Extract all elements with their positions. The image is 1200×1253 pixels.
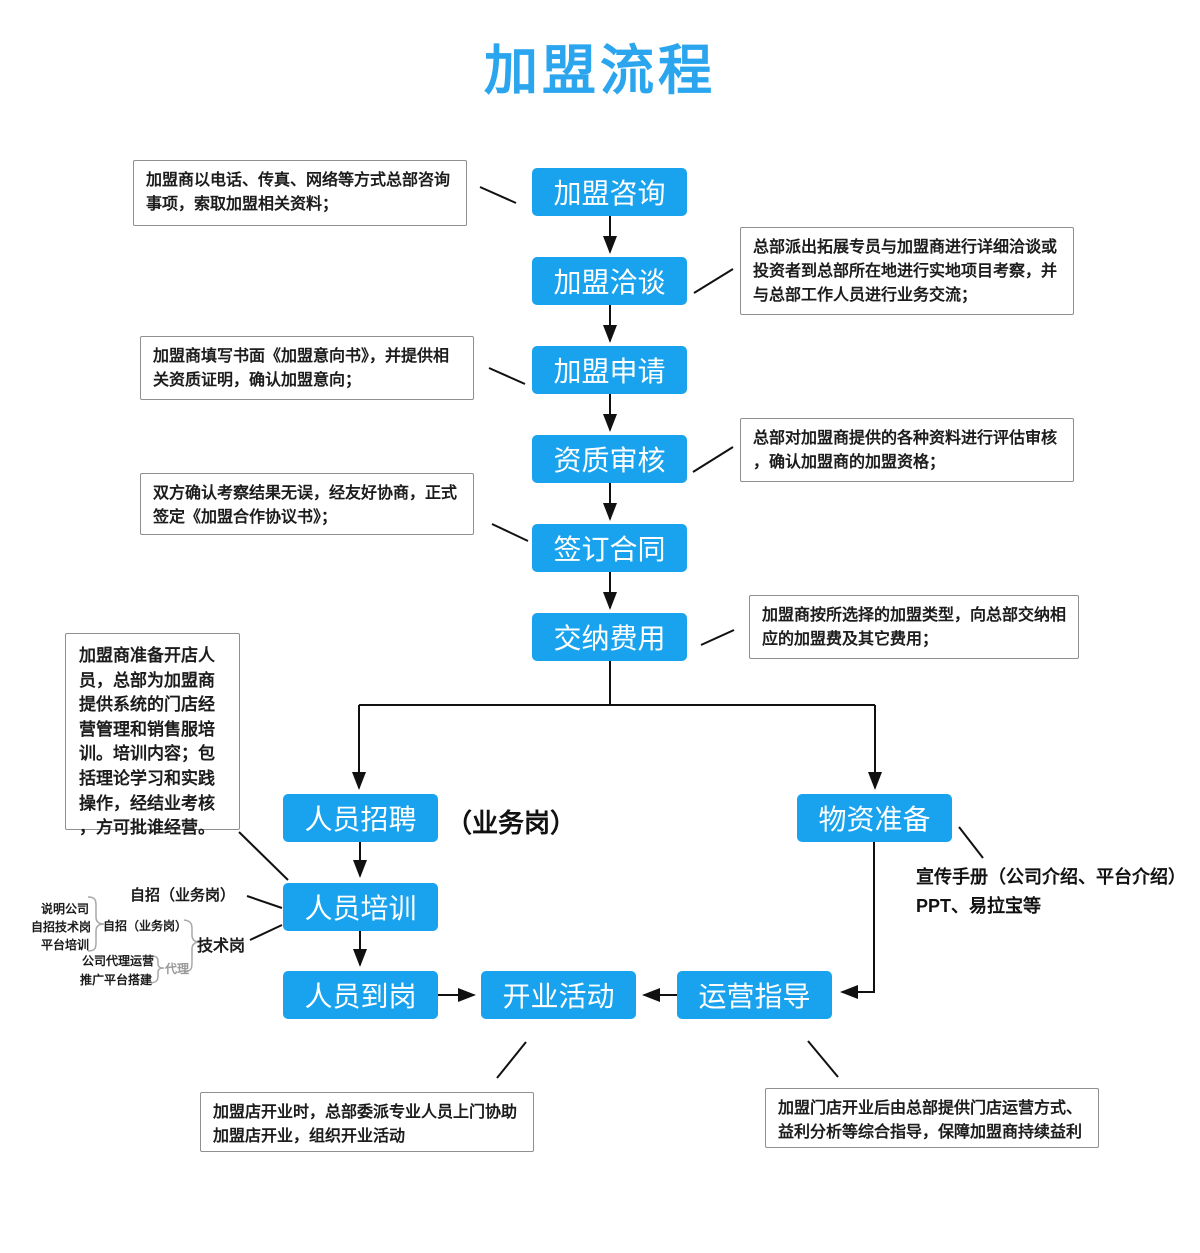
connector-note-sign xyxy=(491,523,529,542)
note-training-prep: 加盟商准备开店人 员，总部为加盟商 提供系统的门店经 营管理和销售服培 训。培训… xyxy=(65,633,240,837)
flow-box-recruit: 人员招聘 xyxy=(283,794,438,842)
note-consult: 加盟商以电话、传真、网络等方式总部咨询 事项，索取加盟相关资料； xyxy=(133,160,467,226)
tree-self-recruit-mid: 自招（业务岗） xyxy=(103,919,188,933)
tree-self-recruit-top: 自招（业务岗） xyxy=(130,887,236,904)
flow-box-apply: 加盟申请 xyxy=(532,346,687,394)
flow-box-materials: 物资准备 xyxy=(797,794,952,842)
connector-note-review xyxy=(692,446,734,473)
tree-agent-label: 代理 xyxy=(165,962,190,976)
tree-tech-label: 技术岗 xyxy=(197,938,246,955)
flow-box-guidance: 运营指导 xyxy=(677,971,832,1019)
connector-note-pay xyxy=(700,629,735,646)
flow-box-pay: 交纳费用 xyxy=(532,613,687,661)
tree-item-self-tech: 自招技术岗 xyxy=(31,920,92,934)
connector-materials-detail xyxy=(958,826,984,859)
connector-note-guidance xyxy=(807,1040,839,1078)
flow-box-training: 人员培训 xyxy=(283,883,438,931)
flow-box-consult: 加盟咨询 xyxy=(532,168,687,216)
connector-note-apply xyxy=(488,367,526,385)
note-negotiate: 总部派出拓展专员与加盟商进行详细洽谈或 投资者到总部所在地进行实地项目考察，并 … xyxy=(740,227,1074,315)
note-pay: 加盟商按所选择的加盟类型，向总部交纳相 应的加盟费及其它费用； xyxy=(749,595,1079,659)
note-apply: 加盟商填写书面《加盟意向书》，并提供相 关资质证明，确认加盟意向； xyxy=(140,336,474,400)
flow-box-sign: 签订合同 xyxy=(532,524,687,572)
note-review: 总部对加盟商提供的各种资料进行评估审核 ，确认加盟商的加盟资格； xyxy=(740,418,1074,482)
arrow-materials-guidance xyxy=(840,842,875,999)
tree-item-agent-operation: 公司代理运营 xyxy=(82,954,155,968)
tree-item-company-intro: 说明公司 xyxy=(41,902,90,916)
connector-note-consult xyxy=(479,186,517,204)
flow-box-review: 资质审核 xyxy=(532,435,687,483)
tree-item-platform-training: 平台培训 xyxy=(41,938,90,952)
flow-box-opening: 开业活动 xyxy=(481,971,636,1019)
connector-tech-training xyxy=(249,924,283,941)
flow-box-onboard: 人员到岗 xyxy=(283,971,438,1019)
connector-selfrecruit-training xyxy=(246,895,283,909)
tree-item-platform-build: 推广平台搭建 xyxy=(80,973,153,987)
page-title: 加盟流程 xyxy=(484,41,716,101)
materials-detail-text: 宣传手册（公司介绍、平台介绍） PPT、易拉宝等 xyxy=(916,867,1186,916)
recruit-suffix-label: （业务岗） xyxy=(446,808,577,838)
flow-box-negotiate: 加盟洽谈 xyxy=(532,257,687,305)
connector-note-training xyxy=(238,831,289,881)
connector-note-negotiate xyxy=(693,268,734,294)
note-sign: 双方确认考察结果无误，经友好协商，正式 签定《加盟合作协议书》； xyxy=(140,473,474,535)
note-guidance: 加盟门店开业后由总部提供门店运营方式、 益利分析等综合指导，保障加盟商持续益利 xyxy=(765,1088,1099,1148)
note-opening: 加盟店开业时，总部委派专业人员上门协助 加盟店开业，组织开业活动 xyxy=(200,1092,534,1152)
connector-note-opening xyxy=(496,1041,527,1079)
